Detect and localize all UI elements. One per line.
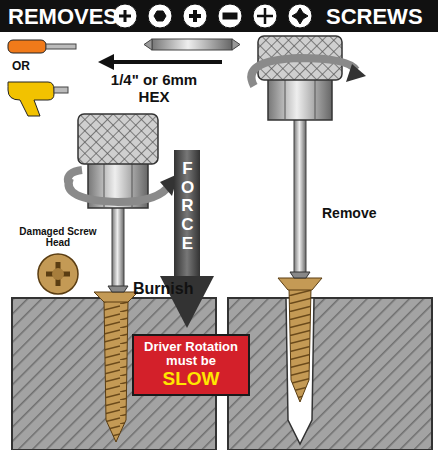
- header-text: REMOVES: [8, 5, 118, 29]
- screwdriver: [8, 40, 76, 53]
- force-arrow: [160, 150, 214, 328]
- warning-text: Driver Rotation must be: [140, 340, 242, 369]
- header-band: [0, 0, 438, 32]
- insert-arrow: [98, 54, 222, 70]
- hex-bit: [144, 39, 240, 50]
- extractor-tool: [68, 114, 178, 292]
- header-text: SCREWS: [326, 5, 423, 29]
- step-label: Remove: [322, 206, 376, 221]
- or-text: OR: [12, 60, 30, 73]
- drill: [8, 82, 68, 116]
- callout-label: Damaged Screw Head: [8, 226, 108, 248]
- hex-size-label: 1/4" or 6mm HEX: [96, 72, 212, 105]
- wood-block: [228, 298, 432, 450]
- force-label: FORCE: [179, 160, 196, 253]
- extractor-tool: [251, 36, 366, 278]
- screw: [278, 278, 322, 402]
- damaged-screw-head: [38, 254, 78, 294]
- warning-box: Driver Rotation must beSLOW: [132, 334, 250, 396]
- warning-emphasis: SLOW: [140, 369, 242, 390]
- step-label: Burnish: [133, 280, 193, 298]
- screw-type-icons: [113, 4, 312, 28]
